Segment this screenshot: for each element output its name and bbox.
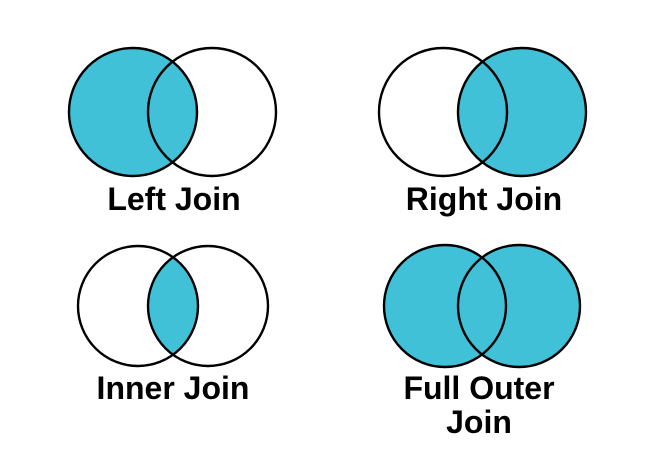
right-circle-outline [146, 244, 270, 368]
left-circle-outline [382, 243, 508, 369]
venn-figure-right-join: Right Join [368, 40, 600, 216]
label-line: Full Outer [403, 370, 555, 406]
left-circle-outline [67, 46, 199, 178]
intersection-lens-fill [457, 257, 507, 355]
venn-label-full-outer-join: Full Outer Join [403, 371, 554, 439]
right-circle-outline [456, 243, 582, 369]
right-circle-outline [456, 46, 588, 178]
venn-label-right-join: Right Join [406, 182, 562, 216]
venn-label-left-join: Left Join [107, 182, 240, 216]
label-line: Left Join [107, 181, 241, 217]
label-line: Inner Join [96, 370, 250, 406]
venn-label-inner-join: Inner Join [97, 371, 250, 405]
intersection-lens-fill [457, 61, 508, 163]
venn-diagram-inner-join-icon [76, 244, 270, 368]
label-line: Right Join [405, 181, 563, 217]
venn-diagram-full-outer-join-icon [382, 243, 582, 369]
intersection-lens-fill [147, 61, 198, 163]
venn-figure-full-outer-join: Full Outer Join [375, 236, 583, 439]
left-circle-outline [76, 244, 200, 368]
right-circle-outline [146, 46, 278, 178]
venn-figure-inner-join: Inner Join [68, 236, 278, 405]
intersection-lens-fill [148, 257, 198, 355]
left-circle-outline [377, 46, 509, 178]
label-line: Join [446, 404, 512, 440]
venn-figure-left-join: Left Join [58, 40, 290, 216]
venn-diagram-right-join-icon [377, 46, 588, 178]
venn-diagram-left-join-icon [67, 46, 278, 178]
